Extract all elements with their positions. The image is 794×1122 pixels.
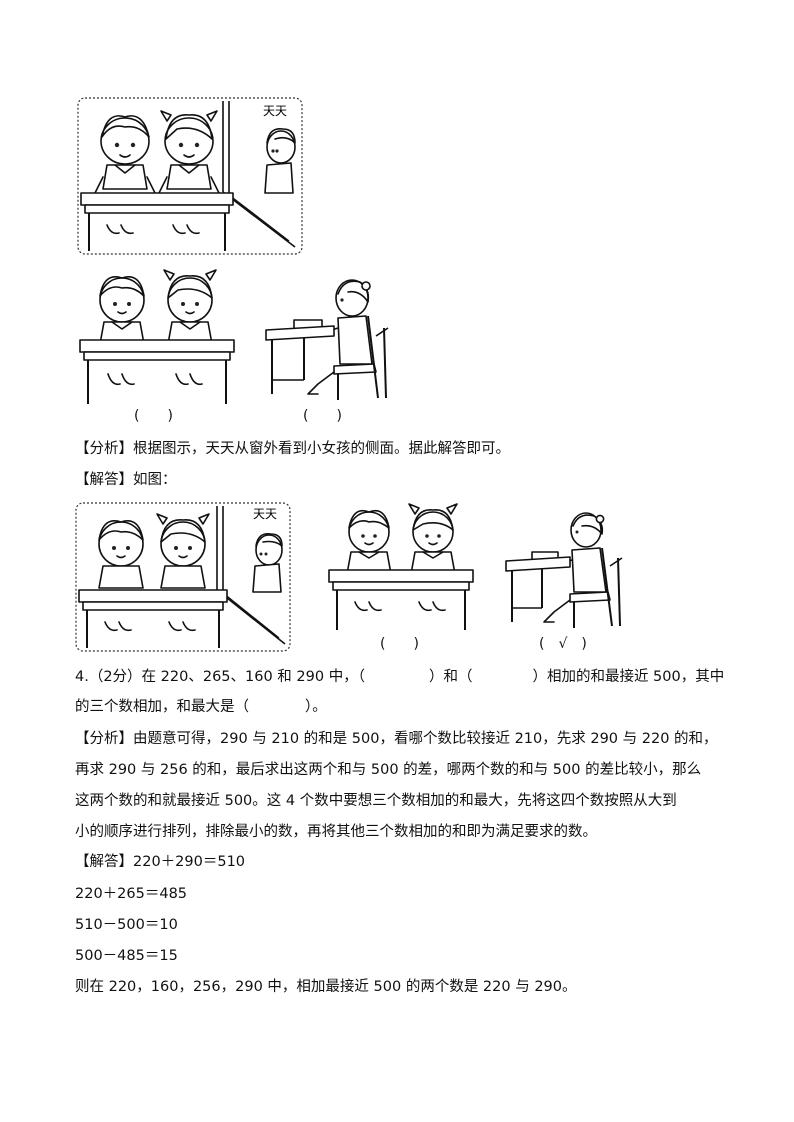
q4-analysis-line: 再求 290 与 256 的和，最后求出这两个和与 500 的差，哪两个数的和与…	[75, 762, 702, 778]
q4-analysis-line: 【分析】由题意可得，290 与 210 的和是 500，看哪个数比较接近 210…	[75, 731, 718, 747]
answer-option-b-side-view	[504, 510, 624, 630]
figure-label-tiantian: 天天	[263, 104, 287, 118]
q4-analysis-line: 小的顺序进行排列，排除最小的数，再将其他三个数相加的和即为满足要求的数。	[75, 824, 597, 840]
option-a-front-view	[78, 264, 236, 410]
q3-analysis: 【分析】根据图示，天天从窗外看到小女孩的侧面。据此解答即可。	[75, 441, 510, 457]
q4-stem-line2: 的三个数相加，和最大是（ ）。	[75, 697, 327, 717]
answer-option-b-parentheses[interactable]: ( √ )	[539, 636, 587, 652]
q4-stem-part1: 4.（2分）在 220、265、160 和 290 中，（	[75, 669, 365, 685]
q4-solution-line: 500－485＝15	[75, 948, 178, 964]
q4-stem-part5: ）。	[305, 699, 327, 715]
option-b-parentheses[interactable]: ( )	[303, 408, 342, 424]
q4-solution-line: 则在 220，160，256，290 中，相加最接近 500 的两个数是 220…	[75, 979, 577, 995]
scene-window-figure: 天天	[77, 97, 303, 255]
q4-stem-part4: 的三个数相加，和最大是（	[75, 699, 249, 715]
answer-option-a-parentheses[interactable]: ( )	[380, 636, 419, 652]
q4-stem-part3: ）相加的和最接近 500，其中	[532, 669, 725, 685]
option-b-side-view	[264, 276, 390, 404]
answer-figure-label-tiantian: 天天	[253, 507, 277, 521]
q4-solution-line: 【解答】220＋290＝510	[75, 854, 246, 870]
q4-stem-line1: 4.（2分）在 220、265、160 和 290 中，（ ）和（ ）相加的和最接近…	[75, 667, 724, 687]
q3-answer-intro: 【解答】如图：	[75, 472, 177, 488]
answer-scene-window-figure: 天天	[75, 502, 291, 652]
q4-solution-line: 220＋265＝485	[75, 886, 188, 902]
option-a-parentheses[interactable]: ( )	[134, 408, 173, 424]
q4-solution-line: 510－500＝10	[75, 917, 178, 933]
q4-analysis-line: 这两个数的和就最接近 500。这 4 个数中要想三个数相加的和最大，先将这四个数…	[75, 793, 677, 809]
answer-option-a-front-view	[327, 500, 475, 634]
q4-stem-part2: ）和（	[428, 669, 473, 685]
